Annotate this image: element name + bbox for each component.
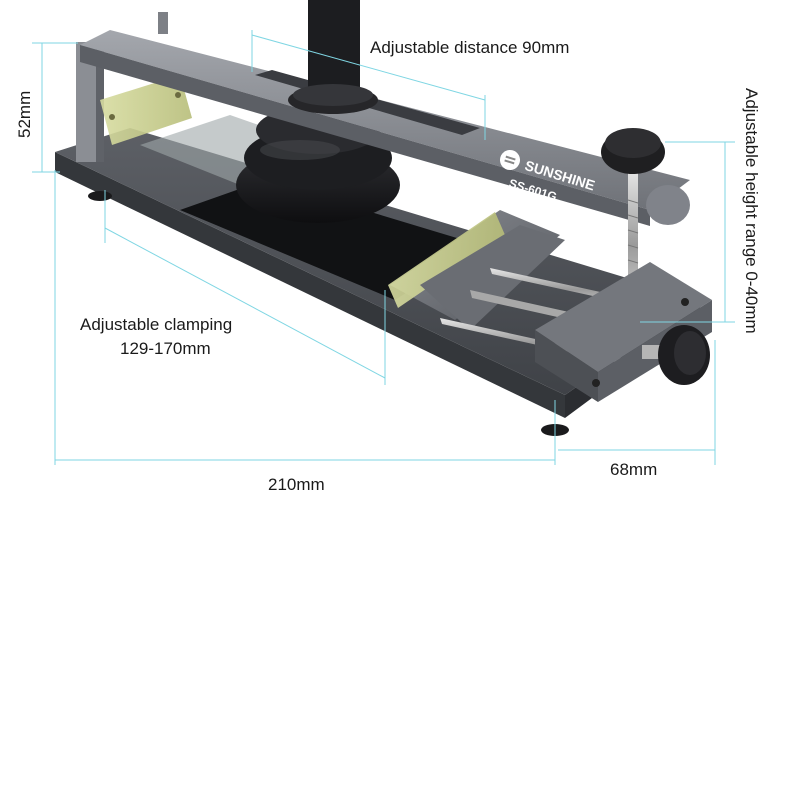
front-clamp-pad bbox=[388, 212, 505, 308]
clamping-label-line1: Adjustable clamping bbox=[80, 315, 233, 334]
suction-post bbox=[308, 0, 360, 100]
width-label: 68mm bbox=[610, 460, 658, 479]
clamp-knob-shaft bbox=[642, 345, 660, 359]
height-total-label: 52mm bbox=[15, 90, 34, 138]
suction-cup-highlight bbox=[260, 140, 340, 160]
arm-bar-top bbox=[80, 30, 690, 210]
screw bbox=[109, 114, 115, 120]
height-range-label: Adjustable height range 0-40mm bbox=[742, 88, 761, 334]
foot bbox=[88, 191, 112, 201]
end-block-hole bbox=[592, 379, 600, 387]
height-screw bbox=[628, 170, 638, 320]
base-plate-side bbox=[55, 152, 565, 418]
distance-label: Adjustable distance 90mm bbox=[370, 38, 570, 57]
clamp-knob-face bbox=[674, 331, 706, 375]
screw bbox=[175, 92, 181, 98]
suction-post-collar-ring bbox=[293, 84, 373, 106]
dim-line-distance bbox=[251, 34, 486, 101]
clamping-label-line2: 129-170mm bbox=[120, 339, 211, 358]
rear-post-peg bbox=[158, 12, 168, 34]
rear-clamp-pad bbox=[100, 75, 192, 145]
right-end-block-face bbox=[535, 330, 598, 402]
logo-circle-icon bbox=[500, 150, 520, 170]
end-block-hole bbox=[681, 298, 689, 306]
rear-post-shade bbox=[96, 42, 104, 162]
dim-line-clamping bbox=[104, 227, 386, 379]
length-label: 210mm bbox=[268, 475, 325, 494]
right-end-block-top bbox=[535, 262, 712, 372]
arm-bar-side bbox=[80, 45, 650, 226]
dimension-lines bbox=[32, 30, 735, 465]
arm-bar-end bbox=[646, 185, 690, 225]
black-mat bbox=[180, 180, 480, 300]
height-knob-top bbox=[605, 128, 661, 158]
front-slide-block bbox=[420, 225, 565, 330]
